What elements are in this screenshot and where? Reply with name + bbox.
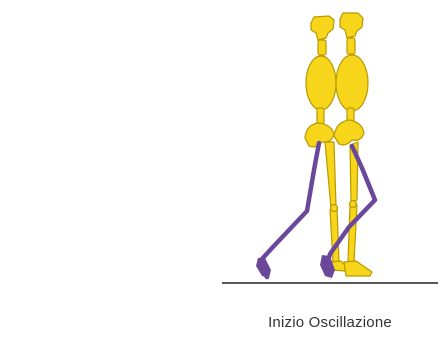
- back-skull: [311, 16, 334, 40]
- back-swing-leg: [262, 143, 319, 277]
- front-torso: [336, 55, 368, 111]
- back-stance-leg: [325, 142, 336, 208]
- front-pelvis: [334, 120, 364, 145]
- back-torso: [306, 56, 336, 110]
- back-swing-foot: [256, 258, 271, 278]
- front-skull: [340, 13, 363, 38]
- phase-caption: Inizio Oscillazione: [222, 314, 438, 331]
